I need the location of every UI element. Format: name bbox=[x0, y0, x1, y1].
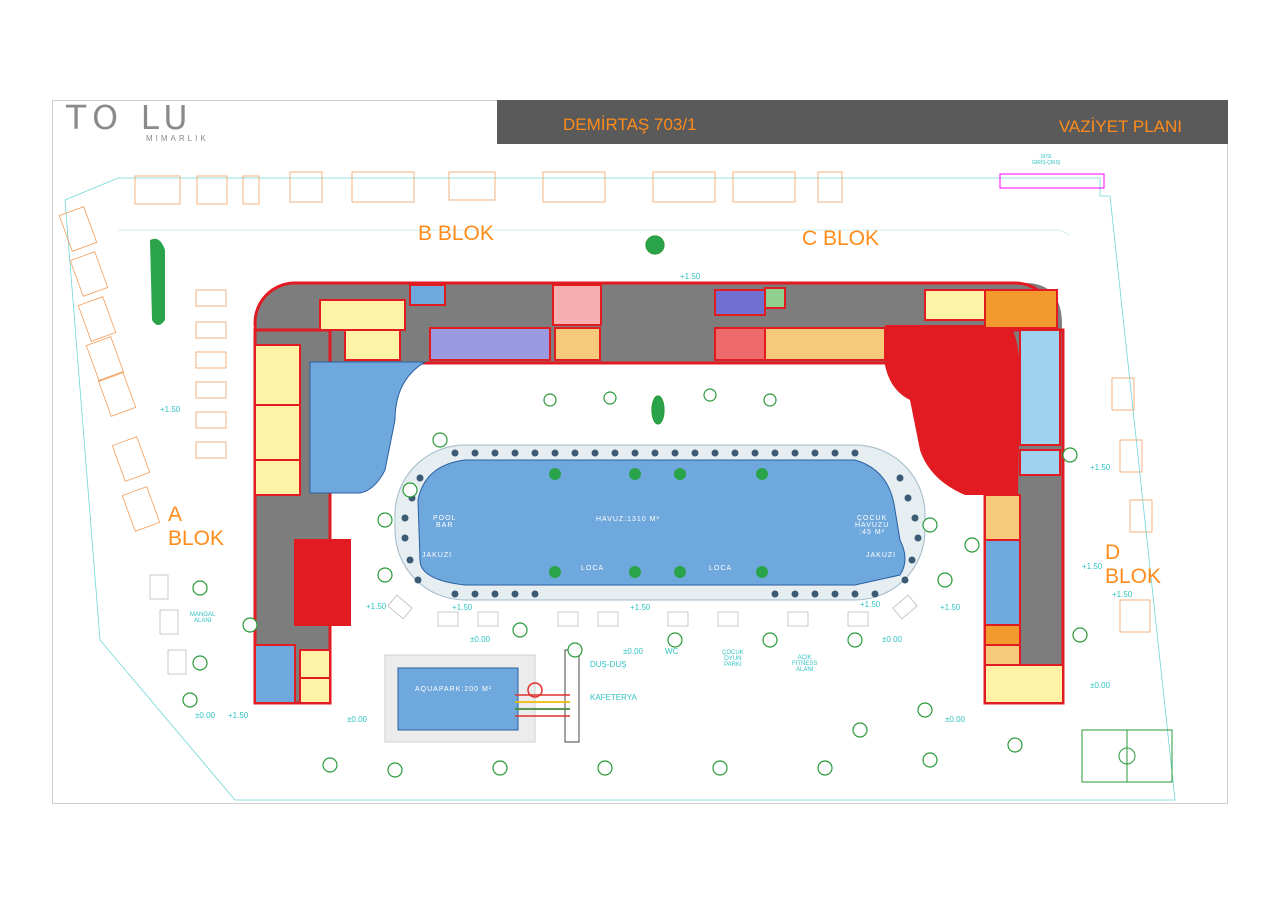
level-marker: +1.50 bbox=[228, 711, 249, 720]
main-pool bbox=[394, 444, 926, 601]
level-marker: +1.50 bbox=[860, 600, 881, 609]
level-marker: ±0.00 bbox=[195, 711, 215, 720]
level-marker: ±0.00 bbox=[945, 715, 965, 724]
level-marker: ±0.00 bbox=[882, 635, 902, 644]
aquapark bbox=[384, 649, 580, 743]
child-pool-label: ÇOCUK HAVUZU :45 M² bbox=[855, 515, 890, 536]
loca-right-label: LOCA bbox=[709, 565, 733, 572]
c-block-label: C BLOK bbox=[802, 227, 880, 250]
cocuk-oyun-label: ÇOCUK OYUN PARKI bbox=[722, 650, 744, 668]
level-marker: +1.50 bbox=[366, 602, 387, 611]
logo-wordmark: TO LU bbox=[66, 98, 194, 137]
level-marker: +1.50 bbox=[940, 603, 961, 612]
level-marker: +1.50 bbox=[1082, 562, 1103, 571]
acik-fitness-label: AÇIK FITNESS ALANI bbox=[792, 655, 818, 673]
level-marker: +1.50 bbox=[630, 603, 651, 612]
loca-left-label: LOCA bbox=[581, 565, 605, 572]
logo: TO LU MIMARLIK bbox=[60, 98, 230, 144]
level-marker: ±0.00 bbox=[623, 647, 643, 656]
a-block-label: A BLOK bbox=[168, 503, 225, 550]
pool-bar-label: POOL BAR bbox=[433, 515, 457, 529]
project-name: DEMİRTAŞ 703/1 bbox=[563, 115, 697, 134]
football-field bbox=[1081, 729, 1173, 783]
main-pool-label: HAVUZ:1310 M² bbox=[596, 516, 660, 523]
level-marker: +1.50 bbox=[680, 272, 701, 281]
mangal-label: MANGAL ALANI bbox=[190, 612, 216, 624]
parking-left bbox=[58, 206, 1153, 633]
loca-huts bbox=[387, 594, 918, 627]
aquapark-label: AQUAPARK:200 M² bbox=[415, 686, 493, 693]
d-block-label: D BLOK bbox=[1105, 541, 1162, 588]
level-marker: ±0.00 bbox=[470, 635, 490, 644]
palm-trees bbox=[549, 468, 768, 578]
trees bbox=[182, 235, 1088, 778]
wc-label: WC bbox=[665, 647, 679, 656]
parking-top bbox=[134, 171, 843, 205]
level-marker: +1.50 bbox=[160, 405, 181, 414]
site-entrance bbox=[999, 173, 1105, 189]
level-marker: ±0.00 bbox=[347, 715, 367, 724]
b-block-label: B BLOK bbox=[418, 222, 494, 245]
dus-label: DUŞ-DUŞ bbox=[590, 660, 627, 669]
jakuzi-left-label: JAKUZI bbox=[422, 552, 453, 559]
site-boundary bbox=[64, 177, 1176, 801]
title-bar: DEMİRTAŞ 703/1 VAZİYET PLANI bbox=[497, 100, 1228, 144]
building bbox=[253, 281, 1065, 705]
logo-subtitle: MIMARLIK bbox=[146, 134, 209, 143]
plan-title: VAZİYET PLANI bbox=[1058, 117, 1182, 136]
level-marker: +1.50 bbox=[1112, 590, 1133, 599]
jakuzi-right-label: JAKUZI bbox=[866, 552, 897, 559]
site-entrance-label: SİTE GİRİŞ-ÇIKIŞ bbox=[1032, 154, 1061, 166]
level-marker: +1.50 bbox=[452, 603, 473, 612]
kafeterya-label: KAFETERYA bbox=[590, 693, 637, 702]
level-marker: ±0.00 bbox=[1090, 681, 1110, 690]
level-marker: +1.50 bbox=[1090, 463, 1111, 472]
